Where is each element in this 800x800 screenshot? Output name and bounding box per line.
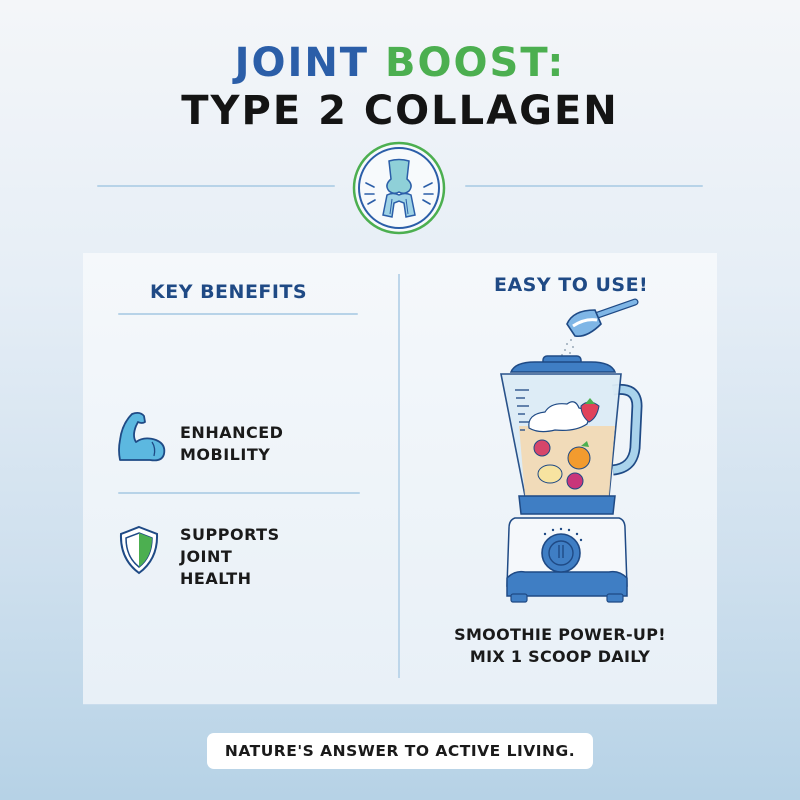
smoothie-caption-line1: SMOOTHIE POWER-UP! xyxy=(454,625,666,644)
key-benefits-underline xyxy=(118,313,358,315)
flexed-bicep-icon xyxy=(118,411,166,462)
header-divider-right xyxy=(465,185,703,187)
page-title-line1: JOINT BOOST: xyxy=(0,40,800,86)
footer-tagline: NATURE'S ANSWER TO ACTIVE LIVING. xyxy=(207,733,593,769)
header-divider-left xyxy=(97,185,335,187)
page-subtitle: TYPE 2 COLLAGEN xyxy=(181,88,619,134)
benefit-enhanced-mobility: ENHANCED MOBILITY xyxy=(180,423,284,464)
knee-joint-icon xyxy=(352,141,446,235)
title-boost: BOOST: xyxy=(385,40,566,86)
smoothie-caption-line2: MIX 1 SCOOP DAILY xyxy=(469,647,651,666)
title-joint: JOINT xyxy=(234,40,370,86)
benefit-joint-health: SUPPORTS JOINT HEALTH xyxy=(180,525,280,588)
column-divider xyxy=(398,274,400,678)
shield-icon xyxy=(119,525,159,575)
key-benefits-heading: KEY BENEFITS xyxy=(150,281,308,303)
blender-with-scoop-illustration xyxy=(500,298,643,603)
easy-to-use-heading: EASY TO USE! xyxy=(494,274,649,296)
benefit-divider xyxy=(118,492,360,494)
